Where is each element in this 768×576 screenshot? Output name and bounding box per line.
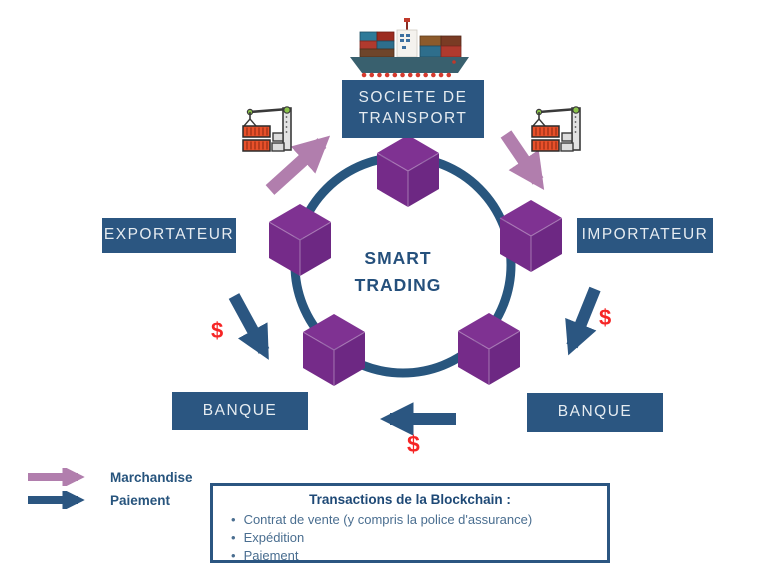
node-bank-left: BANQUE <box>172 392 308 430</box>
blockchain-transactions-title: Transactions de la Blockchain : <box>309 492 511 507</box>
blockchain-transactions-box: Transactions de la Blockchain : Contrat … <box>210 483 610 563</box>
legend-label-payment: Paiement <box>110 492 171 508</box>
node-importer: IMPORTATEUR <box>577 218 713 253</box>
payment-arrow-importer-to-bank <box>565 286 601 356</box>
merchandise-arrow-icon <box>28 468 85 486</box>
transaction-item-payment: Paiement <box>231 547 597 565</box>
blockchain-cube-top <box>376 134 440 208</box>
cargo-ship-icon <box>350 18 469 78</box>
blockchain-cube-bottom-right <box>457 312 521 386</box>
transaction-item-sale-contract: Contrat de vente (y compris la police d'… <box>231 511 597 529</box>
merchandise-arrow-exporter-to-transport <box>265 135 331 195</box>
payment-arrow-exporter-to-bank <box>228 293 270 360</box>
node-bank-right: BANQUE <box>527 393 663 432</box>
transaction-item-shipping: Expédition <box>231 529 597 547</box>
merchandise-arrow-transport-to-importer <box>500 130 545 191</box>
payment-arrow-icon <box>28 491 85 509</box>
blockchain-transactions-list: Contrat de vente (y compris la police d'… <box>223 511 597 565</box>
legend-label-merchandise: Marchandise <box>110 469 193 485</box>
legend-row-payment: Paiement <box>26 491 193 509</box>
container-crane-left-icon <box>242 106 292 152</box>
legend-row-merchandise: Marchandise <box>26 468 193 486</box>
diagram-title: SMART TRADING <box>354 248 442 296</box>
legend: Marchandise Paiement <box>26 468 193 509</box>
dollar-symbol-bottom: $ <box>407 431 420 457</box>
container-crane-right-icon <box>531 106 581 152</box>
blockchain-cube-left <box>268 203 332 277</box>
dollar-symbol-right: $ <box>599 305 612 330</box>
dollar-symbol-left: $ <box>211 318 224 343</box>
node-exporter: EXPORTATEUR <box>102 218 236 253</box>
node-transport-company: SOCIETE DE TRANSPORT <box>342 80 484 138</box>
